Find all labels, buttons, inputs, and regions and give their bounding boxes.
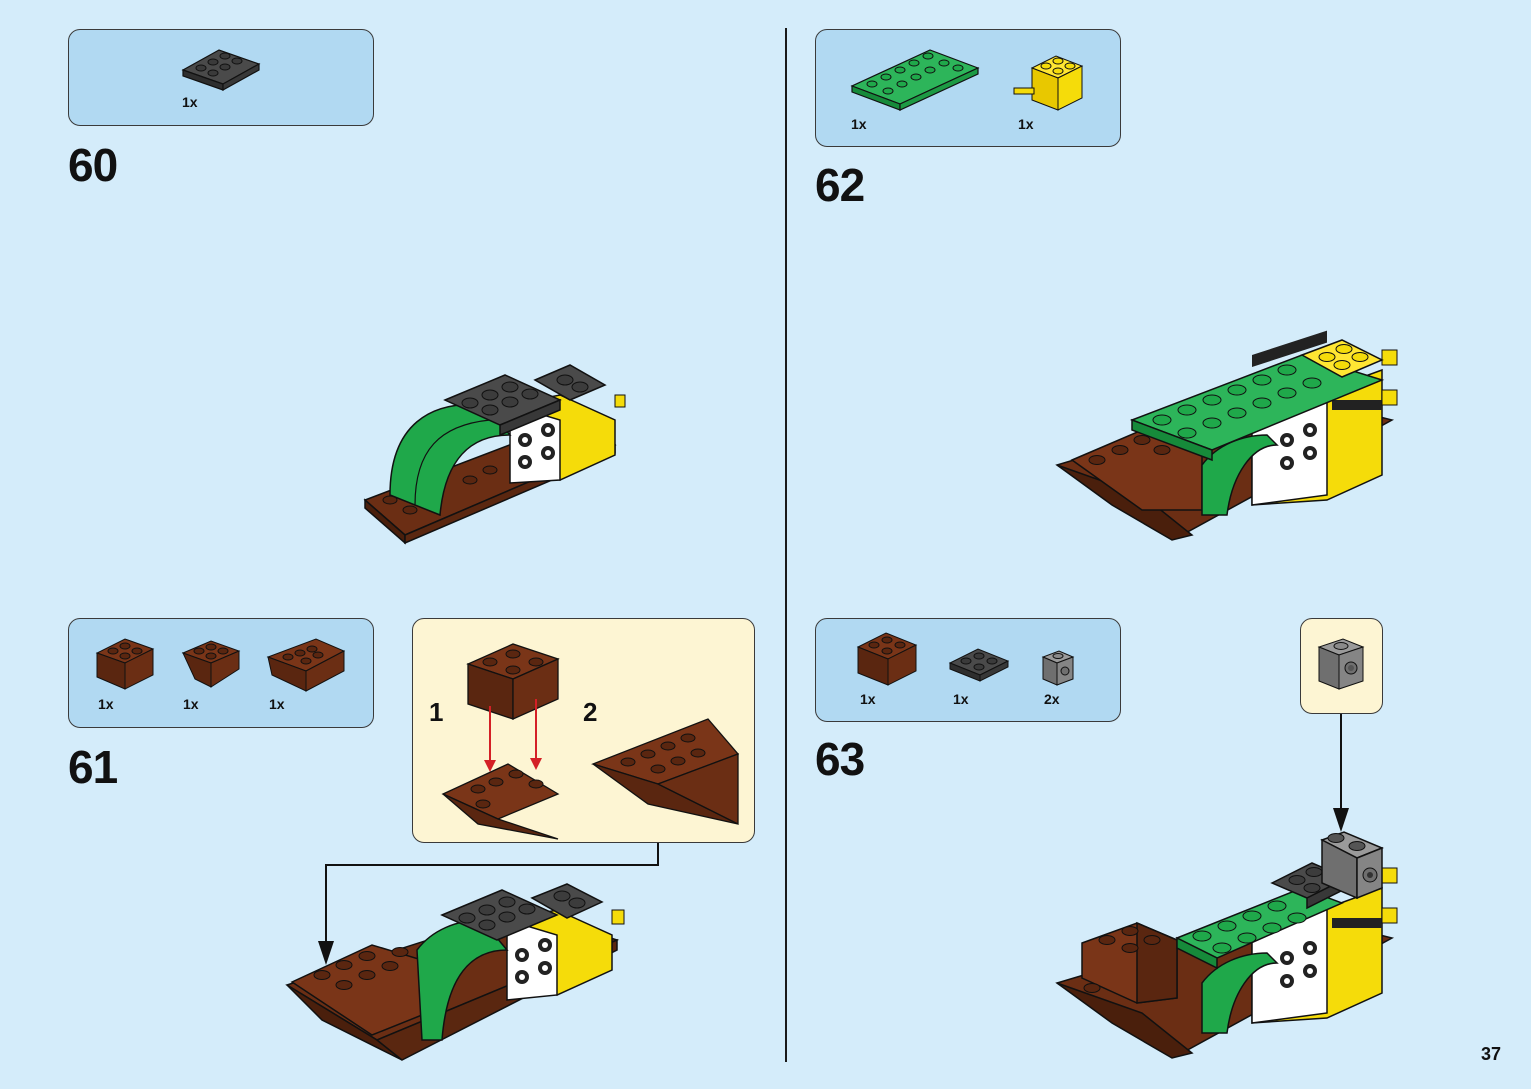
step-61-model — [282, 890, 632, 1065]
step-60-parts-box: 1x — [68, 29, 374, 126]
step-number: 62 — [815, 158, 864, 212]
part-qty: 1x — [98, 696, 114, 712]
yellow-brick-axle-icon — [1012, 52, 1092, 114]
grey-brick-1x1-icon — [1041, 649, 1077, 689]
step-63-parts-box: 1x 1x 2x — [815, 618, 1121, 722]
step-61-parts-box: 1x 1x 1x — [68, 618, 374, 728]
green-plate-icon — [850, 46, 982, 108]
part-qty: 1x — [182, 94, 198, 110]
substep-1-illustration — [438, 634, 568, 834]
part-qty: 1x — [953, 691, 969, 707]
brown-brick-icon — [95, 637, 157, 692]
grey-brick-1x1-icon — [1317, 635, 1367, 695]
step-number: 63 — [815, 732, 864, 786]
brown-wedge-icon — [266, 635, 348, 695]
step-62-model — [1052, 335, 1407, 545]
dark-grey-plate-icon — [181, 42, 261, 92]
part-qty: 1x — [183, 696, 199, 712]
brown-slope-icon — [181, 639, 243, 694]
step-63-callout-box — [1300, 618, 1383, 714]
part-qty: 1x — [860, 691, 876, 707]
step-number: 60 — [68, 138, 117, 192]
page-divider — [785, 28, 787, 1062]
page-number: 37 — [1481, 1044, 1501, 1065]
part-qty: 1x — [851, 116, 867, 132]
step-number: 61 — [68, 740, 117, 794]
step-62-parts-box: 1x 1x — [815, 29, 1121, 147]
step-60-model — [360, 365, 630, 545]
substep-2-illustration — [588, 714, 748, 834]
part-qty: 1x — [269, 696, 285, 712]
step-63-model — [1052, 828, 1407, 1063]
brown-brick-icon — [856, 631, 920, 689]
part-qty: 2x — [1044, 691, 1060, 707]
part-qty: 1x — [1018, 116, 1034, 132]
dark-grey-plate-icon — [948, 647, 1012, 685]
callout-arrow — [1330, 714, 1352, 834]
step-61-substep-box: 1 2 — [412, 618, 755, 843]
